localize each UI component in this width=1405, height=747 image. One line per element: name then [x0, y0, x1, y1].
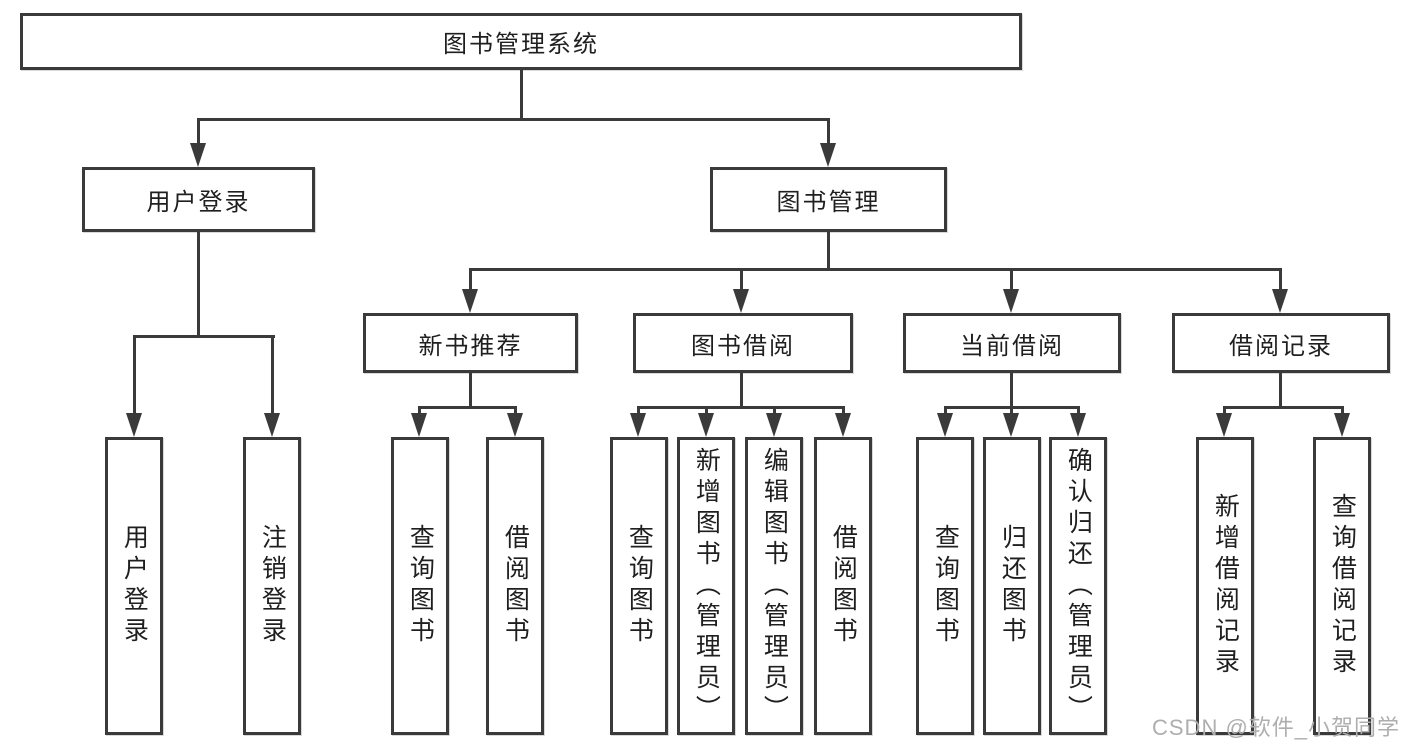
leaf-borrow-query-books: 查询图书 [610, 437, 668, 735]
connector-user-login-down [197, 232, 200, 337]
csdn-watermark: CSDN @软件_小贺同学 [1152, 715, 1401, 740]
arrow-down-cb-query [937, 413, 953, 437]
arrow-down-borrow-records [1272, 289, 1288, 313]
leaf-edit-book-admin-label: 编辑图书（管理员） [760, 446, 789, 726]
connector-stem-bb-edit [773, 406, 776, 415]
arrow-down-cb-return [1003, 413, 1019, 437]
leaf-logout: 注销登录 [243, 437, 301, 735]
arrow-down-book-borrow [733, 289, 749, 313]
connector-stem-leaf-logout [271, 335, 274, 415]
connector-stem-bb-borrow [842, 406, 845, 415]
leaf-query-borrow-record: 查询借阅记录 [1313, 437, 1371, 735]
node-book-management-label: 图书管理 [776, 189, 881, 216]
node-book-borrow-label: 图书借阅 [691, 332, 795, 360]
connector-borrow-records-down [1279, 373, 1282, 408]
connector-stem-nb-query [418, 406, 421, 415]
connector-borrow-records-bus [1223, 406, 1344, 409]
leaf-add-borrow-record-label: 新增借阅记录 [1211, 493, 1240, 679]
leaf-user-login-label: 用户登录 [120, 524, 149, 648]
connector-user-login-bus [133, 335, 275, 338]
node-current-borrow-label: 当前借阅 [960, 332, 1064, 360]
connector-stem-book-management [827, 118, 830, 146]
connector-new-books-bus [418, 406, 517, 409]
leaf-return-books: 归还图书 [983, 437, 1041, 735]
node-book-borrow: 图书借阅 [633, 313, 853, 373]
leaf-newbooks-query-books-label: 查询图书 [406, 524, 435, 648]
node-user-login: 用户登录 [82, 167, 315, 232]
connector-stem-current-borrow [1010, 268, 1013, 291]
connector-level2-bus [197, 118, 830, 121]
leaf-current-query-books-label: 查询图书 [931, 524, 960, 648]
connector-stem-book-borrow [740, 268, 743, 291]
connector-stem-cb-return [1010, 406, 1013, 415]
connector-stem-bb-query [637, 406, 640, 415]
leaf-newbooks-query-books: 查询图书 [391, 437, 449, 735]
node-current-borrow: 当前借阅 [903, 313, 1121, 373]
leaf-return-books-label: 归还图书 [998, 524, 1027, 648]
arrow-down-leaf-logout [264, 413, 280, 437]
connector-current-borrow-down [1010, 373, 1013, 408]
connector-stem-br-query [1341, 406, 1344, 415]
arrow-down-cb-confirm [1070, 413, 1086, 437]
leaf-borrow-borrow-books: 借阅图书 [814, 437, 872, 735]
arrow-down-br-add [1216, 413, 1232, 437]
connector-stem-nb-borrow [514, 406, 517, 415]
arrow-down-user-login [190, 143, 206, 167]
connector-stem-leaf-user-login [133, 335, 136, 415]
arrow-down-current-borrow [1003, 289, 1019, 313]
leaf-add-borrow-record: 新增借阅记录 [1196, 437, 1254, 735]
leaf-add-book-admin: 新增图书（管理员） [677, 437, 735, 735]
node-new-books: 新书推荐 [363, 313, 578, 373]
node-root: 图书管理系统 [20, 13, 1022, 70]
leaf-confirm-return-admin: 确认归还（管理员） [1049, 437, 1107, 735]
node-root-label: 图书管理系统 [443, 31, 599, 58]
arrow-down-br-query [1334, 413, 1350, 437]
leaf-add-book-admin-label: 新增图书（管理员） [692, 446, 721, 726]
connector-book-borrow-down [740, 373, 743, 408]
connector-stem-cb-confirm [1077, 406, 1080, 415]
arrow-down-new-books [462, 289, 478, 313]
leaf-current-query-books: 查询图书 [916, 437, 974, 735]
connector-stem-bb-add [705, 406, 708, 415]
arrow-down-book-management [820, 143, 836, 167]
arrow-down-nb-query [411, 413, 427, 437]
arrow-down-bb-add [698, 413, 714, 437]
connector-stem-cb-query [944, 406, 947, 415]
connector-stem-br-add [1223, 406, 1226, 415]
leaf-confirm-return-admin-label: 确认归还（管理员） [1064, 446, 1093, 726]
arrow-down-bb-edit [766, 413, 782, 437]
connector-book-borrow-bus [637, 406, 845, 409]
leaf-newbooks-borrow-books: 借阅图书 [486, 437, 544, 735]
arrow-down-leaf-user-login [126, 413, 142, 437]
leaf-logout-label: 注销登录 [258, 524, 287, 648]
node-user-login-label: 用户登录 [146, 189, 251, 216]
node-new-books-label: 新书推荐 [418, 332, 523, 360]
connector-new-books-down [469, 373, 472, 408]
connector-stem-borrow-records [1279, 268, 1282, 291]
leaf-query-borrow-record-label: 查询借阅记录 [1328, 493, 1357, 679]
arrow-down-nb-borrow [507, 413, 523, 437]
leaf-borrow-borrow-books-label: 借阅图书 [829, 524, 858, 648]
leaf-newbooks-borrow-books-label: 借阅图书 [501, 524, 530, 648]
arrow-down-bb-borrow [835, 413, 851, 437]
connector-book-management-down [827, 232, 830, 270]
leaf-edit-book-admin: 编辑图书（管理员） [745, 437, 803, 735]
arrow-down-bb-query [630, 413, 646, 437]
connector-stem-new-books [469, 268, 472, 291]
leaf-borrow-query-books-label: 查询图书 [625, 524, 654, 648]
leaf-user-login: 用户登录 [105, 437, 163, 735]
connector-stem-user-login [197, 118, 200, 146]
connector-root-stem [520, 70, 523, 120]
node-borrow-records: 借阅记录 [1172, 313, 1390, 373]
connector-level3-bus [469, 268, 1282, 271]
node-borrow-records-label: 借阅记录 [1229, 332, 1333, 360]
node-book-management: 图书管理 [710, 167, 947, 232]
